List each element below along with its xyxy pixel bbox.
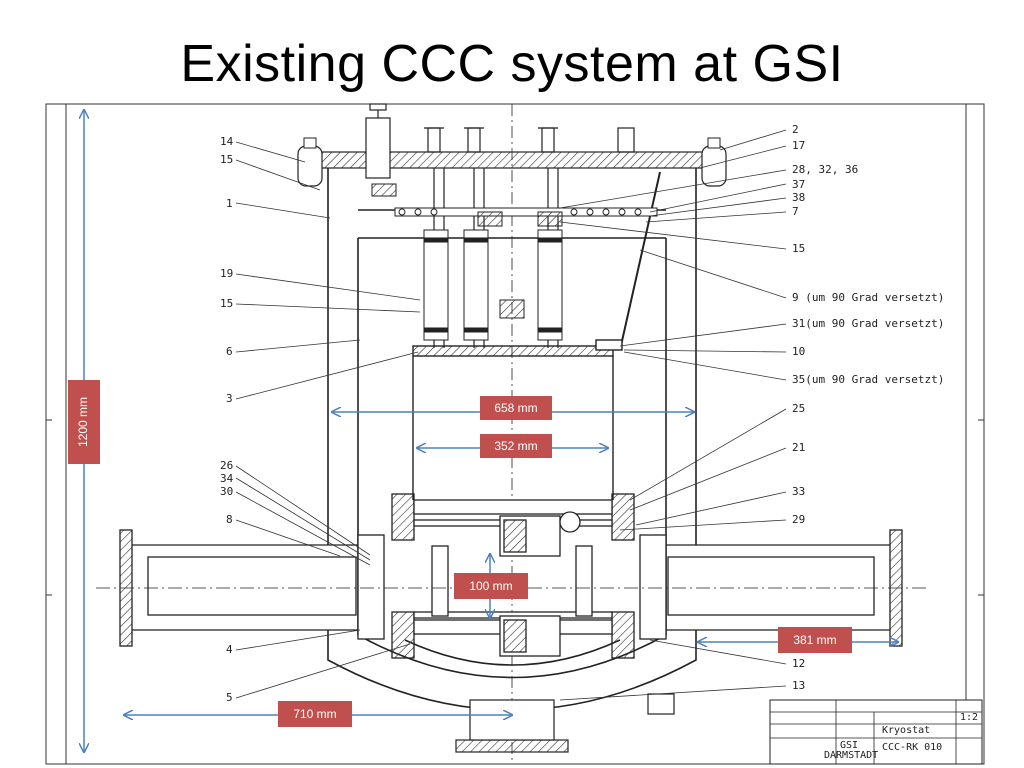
margin-ticks [46,419,984,596]
part-label-17: 17 [792,139,805,152]
dim-1200-text: 1200 mm [76,397,90,447]
part-label-37: 37 [792,178,805,191]
leader-lines [235,129,787,701]
part-label-6: 6 [226,345,233,358]
part-label-19: 19 [220,267,233,280]
part-label-2: 2 [792,123,799,136]
part-label-5: 5 [226,691,233,704]
part-label-33: 33 [792,485,805,498]
part-label-21: 21 [792,441,805,454]
dim-710-text: 710 mm [293,707,336,721]
part-label-15: 15 [220,153,233,166]
dim-100: 100 mm [454,573,528,599]
part-label-7: 7 [792,205,799,218]
part-label-10: 10 [792,345,805,358]
dim-381-text: 381 mm [793,633,836,647]
beam-pipe [96,529,930,647]
title-block-drawing-no: CCC-RK 010 [882,742,942,753]
dim-1200: 1200 mm [68,380,100,464]
bottom-port [455,693,675,753]
part-label-8: 8 [226,513,233,526]
part-label-15b: 15 [220,297,233,310]
title-block-city: DARMSTADT [824,750,878,761]
part-labels: 14 15 1 19 15 6 3 26 34 30 8 4 5 2 17 28… [220,123,944,704]
part-label-31: 31(um 90 Grad versetzt) [792,317,944,330]
part-label-30: 30 [220,485,233,498]
part-label-3: 3 [226,392,233,405]
part-label-9: 9 (um 90 Grad versetzt) [792,291,944,304]
part-label-38: 38 [792,191,805,204]
dimension-arrows [84,110,898,752]
part-label-15c: 15 [792,242,805,255]
helium-vessel [412,339,623,500]
drawing-frame [45,103,985,765]
part-label-34: 34 [220,472,234,485]
dim-658-text: 658 mm [494,401,537,415]
dim-710: 710 mm [278,701,352,727]
part-label-14: 14 [220,135,234,148]
dim-381: 381 mm [778,627,852,653]
part-label-35: 35(um 90 Grad versetzt) [792,373,944,386]
title-block-company: GSI [840,740,858,751]
part-label-1: 1 [226,197,233,210]
part-label-12: 12 [792,657,805,670]
ccc-assembly [391,493,635,659]
part-label-13: 13 [792,679,805,692]
part-label-29: 29 [792,513,805,526]
title-block: Kryostat CCC-RK 010 GSI DARMSTADT 1:2 [769,699,983,765]
dim-352: 352 mm [480,434,552,458]
part-label-28: 28, 32, 36 [792,163,858,176]
part-label-4: 4 [226,643,233,656]
feedthroughs [365,103,661,760]
part-label-26: 26 [220,459,233,472]
support-columns [423,229,563,341]
dim-352-text: 352 mm [494,439,537,453]
part-label-25: 25 [792,402,805,415]
dim-658: 658 mm [480,396,552,420]
title-block-name: Kryostat [882,725,930,736]
shield-rail [371,183,658,227]
dim-100-text: 100 mm [469,579,512,593]
title-block-scale: 1:2 [960,712,978,723]
slide-title: Existing CCC system at GSI [180,35,844,93]
